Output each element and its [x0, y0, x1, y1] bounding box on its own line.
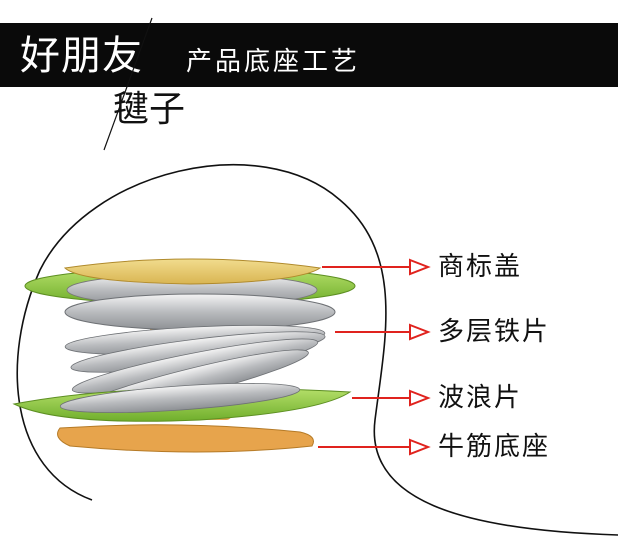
silhouette-outline: [16, 163, 618, 536]
arrow-brand-cap: [322, 258, 431, 276]
arrow-rubber-base: [318, 438, 431, 456]
label-rubber-base: 牛筋底座: [438, 432, 551, 462]
label-wave-sheet: 波浪片: [438, 383, 523, 413]
label-metal-sheets: 多层铁片: [438, 317, 551, 347]
arrow-wave-sheet: [352, 389, 431, 407]
metal-disc-upper: [64, 293, 336, 331]
brand-name-line1: 好朋友: [20, 33, 143, 79]
arrow-metal-sheets: [335, 323, 431, 341]
section-title: 产品底座工艺: [186, 47, 361, 77]
metal-sheet-5: [59, 382, 301, 414]
rubber-base: [57, 424, 314, 453]
label-brand-cap: 商标盖: [438, 252, 523, 282]
brand-cap: [63, 258, 322, 285]
header-band: [0, 23, 618, 87]
brand-name-line2: 毽子: [113, 89, 186, 130]
divider-line: [103, 17, 153, 151]
